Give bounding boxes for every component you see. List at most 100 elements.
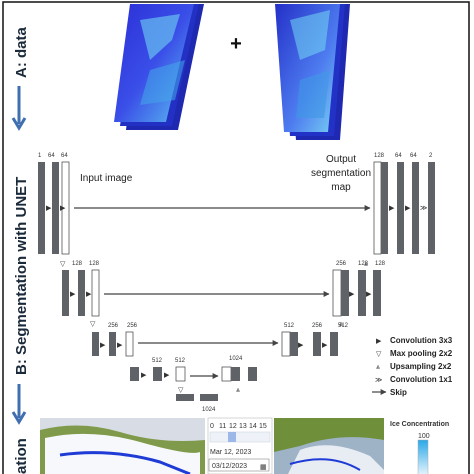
tick-1: 11 [219,423,226,430]
date-input-value: 03/12/2023 [212,463,247,470]
conv-glyph: ▶ [349,291,355,298]
ch-bottom-a: 1024 [202,407,216,413]
ch-u1-d: 2 [429,153,433,159]
section-b-label: B: Segmentation with UNET [13,177,30,375]
block-u2-b [358,270,366,316]
conv-glyph: ▶ [70,291,76,298]
up-glyph: ⩓ [364,261,368,268]
block-u2-c [373,270,381,316]
conv-glyph: ▶ [389,205,395,212]
up-glyph: ⩓ [236,387,240,394]
conv-glyph: ▶ [141,372,147,379]
section-arrow-a-b [11,86,27,131]
ch-l3-a: 256 [108,323,119,329]
section-arrow-b-c [11,384,27,425]
output-label-line1: Output [326,154,356,165]
conv1-glyph: ≫ [420,205,427,212]
legend-up: Upsampling 2x2 [390,362,452,371]
legend-pool: Max pooling 2x2 [390,349,453,358]
calendar-icon[interactable]: ▦ [260,464,267,471]
ch-u3-a: 256 [312,323,323,329]
ch-l2-a: 128 [72,261,83,267]
data-stack-left [114,4,204,130]
output-label-line3: map [331,182,351,193]
tick-3: 13 [239,423,247,430]
block-l4-a [130,367,139,381]
block-l4-b [153,367,162,381]
block-u4-a [231,367,240,381]
ch-u1-c: 64 [410,153,417,159]
block-l3-copy [125,331,134,357]
conv-glyph: ▶ [86,291,92,298]
block-u4-copy [221,366,232,382]
block-u1-copy [373,161,382,255]
timeline-widget: 0 11 12 13 14 15 Mar 12, 2023 03/12/2023… [207,417,273,474]
tick-4: 14 [249,423,257,430]
tick-0: 0 [210,423,214,430]
section-c-label: ation [13,438,30,474]
conv-glyph: ▶ [46,205,52,212]
ch-u2-b: 128 [375,261,386,267]
pool-glyph: ▽ [60,261,66,268]
block-u4-b [248,367,257,381]
block-l3-a [92,332,99,356]
map-left [40,418,205,474]
ch-u3-b: 256 [336,261,347,267]
block-u2-copy [332,269,342,317]
block-l2-copy [91,269,100,317]
conv-glyph: ▶ [117,342,123,349]
block-u3-c [330,332,338,356]
ch-l1-c: 64 [61,153,68,159]
legend: ▶ Convolution 3x3 ▽ Max pooling 2x2 ⩓ Up… [372,336,453,397]
date-input[interactable] [208,458,270,472]
block-u1-c [412,162,419,254]
block-l4-copy [175,366,186,382]
legend-up-icon: ⩓ [376,364,380,371]
timeline-slider[interactable] [209,431,271,443]
legend-pool-icon: ▽ [376,351,382,358]
conv-glyph: ▶ [322,342,328,349]
data-stack-right [275,4,350,140]
colorbar-gradient [417,439,429,474]
legend-conv1-icon: ≫ [375,377,382,384]
ch-u4-a: 512 [284,323,295,329]
ch-l4-a: 512 [152,358,163,364]
tick-5: 15 [259,423,267,430]
block-u1-b [397,162,404,254]
ch-u1-a: 128 [374,153,385,159]
colorbar-title: Ice Concentration [390,421,449,428]
tick-2: 12 [229,423,237,430]
ch-l4-b: 512 [175,358,186,364]
conv-glyph: ▶ [60,205,66,212]
pool-glyph: ▽ [90,321,96,328]
block-u2-a [341,270,349,316]
conv-glyph: ▶ [298,342,304,349]
input-image-label: Input image [80,173,133,184]
block-u3-a [290,332,298,356]
block-bottom-a [176,394,194,401]
ch-l3-b: 256 [127,323,138,329]
conv-glyph: ▶ [405,205,411,212]
pool-glyph: ▽ [178,387,184,394]
legend-conv-icon: ▶ [376,338,382,345]
map-right [274,418,384,474]
timeline-handle[interactable] [228,432,236,442]
block-l1-b [52,162,59,254]
block-l3-b [109,332,116,356]
ch-u4-b: 512 [338,323,349,329]
block-l1-a [38,162,45,254]
conv-glyph: ▶ [100,342,106,349]
conv-glyph: ▶ [366,291,372,298]
block-l1-copy [61,161,70,255]
block-l2-a [62,270,69,316]
ch-u2-a: 128 [358,261,369,267]
legend-conv: Convolution 3x3 [390,336,453,345]
ice-colorbar: Ice Concentration 100 [390,421,449,474]
plus-sign: + [230,33,242,55]
up-glyph: ⩓ [339,321,343,328]
ch-l1-b: 64 [48,153,55,159]
date-text: Mar 12, 2023 [210,449,251,456]
section-a-label: A: data [13,27,30,78]
